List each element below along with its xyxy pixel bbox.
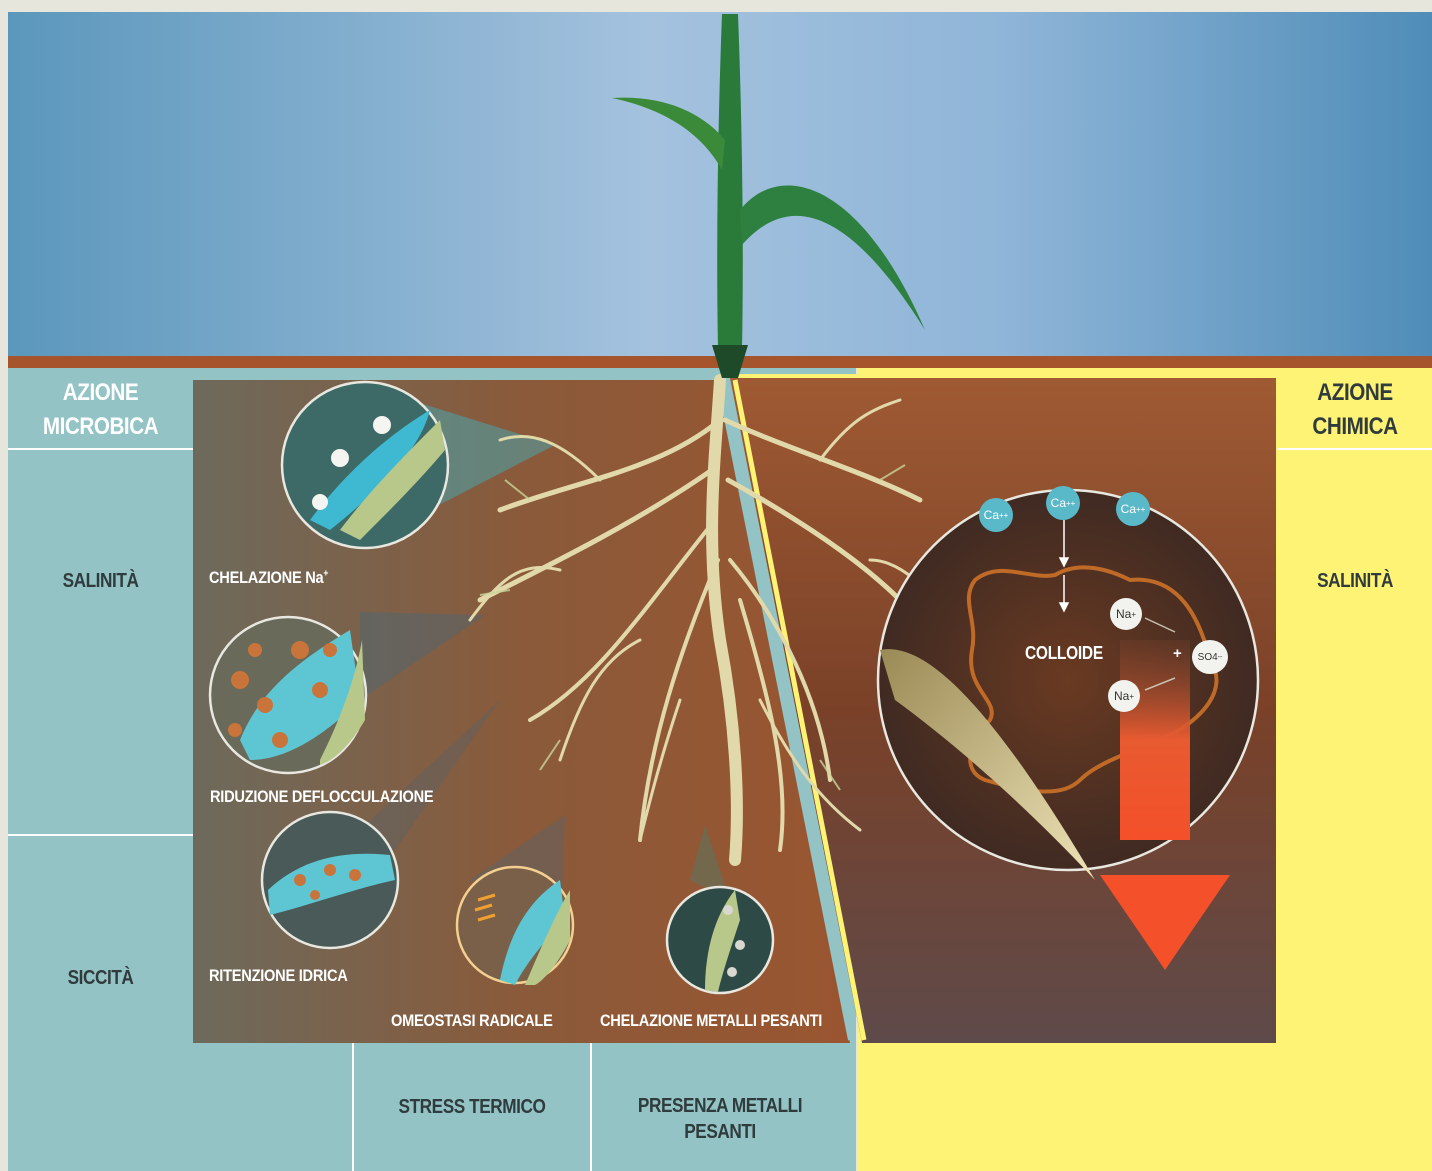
- ion-charge: ++: [1066, 499, 1075, 508]
- sodium-ion-1: Na+: [1110, 598, 1142, 630]
- ion-symbol: Ca: [1121, 502, 1136, 516]
- chemical-action-title: AZIONE CHIMICA: [1289, 376, 1421, 444]
- bottom-label-thermal-stress: STRESS TERMICO: [371, 1096, 574, 1119]
- ion-charge: +: [1131, 610, 1136, 619]
- title-line: MICROBICA: [21, 410, 180, 444]
- colloid-label: COLLOIDE: [1025, 643, 1103, 664]
- caption-water-retention: RITENZIONE IDRICA: [209, 966, 348, 986]
- ion-symbol: Ca: [984, 508, 999, 522]
- ion-charge: --: [1218, 654, 1223, 661]
- row-label-salinity: SALINITÀ: [21, 570, 180, 593]
- caption-heavy-metal-chelation: CHELAZIONE METALLI PESANTI: [600, 1011, 822, 1031]
- ion-symbol: Na: [1114, 689, 1129, 703]
- caption-text: CHELAZIONE Na: [209, 568, 323, 587]
- caption-na-chelation: CHELAZIONE Na+: [209, 568, 328, 588]
- calcium-ion-1: Ca++: [979, 498, 1013, 532]
- calcium-ion-3: Ca++: [1116, 492, 1150, 526]
- title-line: AZIONE: [1289, 376, 1421, 410]
- microbial-action-title: AZIONE MICROBICA: [21, 376, 180, 444]
- ion-symbol: Na: [1116, 607, 1131, 621]
- caption-deflocculation: RIDUZIONE DEFLOCCULAZIONE: [210, 787, 433, 807]
- bottom-label-heavy-metals: PRESENZA METALLI PESANTI: [634, 1093, 806, 1145]
- calcium-ion-2: Ca++: [1046, 486, 1080, 520]
- ion-charge: +: [1129, 692, 1134, 701]
- plus-sign: +: [1173, 645, 1182, 662]
- ion-charge: ++: [999, 511, 1008, 520]
- caption-root-homeostasis: OMEOSTASI RADICALE: [391, 1011, 553, 1031]
- row-label-salinity-chemical: SALINITÀ: [1289, 570, 1421, 593]
- ion-symbol: SO4: [1198, 652, 1218, 663]
- caption-sup: +: [323, 568, 328, 579]
- sulfate-ion: SO4--: [1192, 640, 1228, 674]
- sodium-ion-2: Na+: [1108, 680, 1140, 712]
- ion-symbol: Ca: [1051, 496, 1066, 510]
- ion-charge: ++: [1136, 505, 1145, 514]
- title-line: AZIONE: [21, 376, 180, 410]
- row-label-drought: SICCITÀ: [21, 967, 180, 990]
- title-line: CHIMICA: [1289, 410, 1421, 444]
